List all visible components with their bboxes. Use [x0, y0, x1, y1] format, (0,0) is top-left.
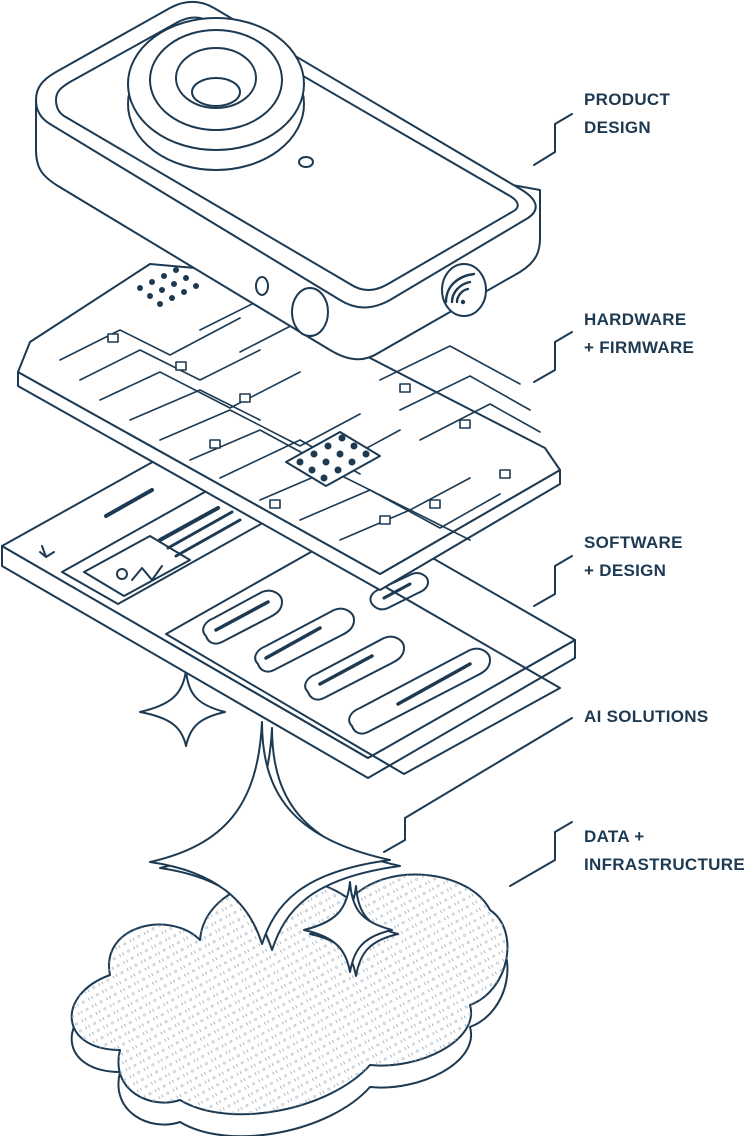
wifi-icon — [444, 272, 476, 305]
layer-label-line: SOFTWARE — [584, 533, 683, 552]
layer-label-line: + FIRMWARE — [584, 338, 695, 357]
layer-label-ai: AI SOLUTIONS — [584, 703, 709, 731]
layer-label-product: PRODUCT DESIGN — [584, 86, 670, 142]
layer-label-software: SOFTWARE + DESIGN — [584, 529, 683, 585]
leader-line-software — [533, 555, 573, 607]
layer-label-line: PRODUCT — [584, 90, 671, 109]
leader-line-product — [533, 113, 573, 166]
leader-line-ai — [383, 717, 573, 853]
sparkle-icon — [139, 669, 401, 977]
camera-icon — [35, 1, 541, 361]
layer-label-hardware: HARDWARE + FIRMWARE — [584, 306, 694, 362]
layer-label-line: + DESIGN — [584, 561, 667, 580]
leader-line-data — [509, 821, 573, 887]
layer-label-line: DESIGN — [584, 118, 651, 137]
leader-line-hardware — [533, 331, 573, 383]
leader-lines — [383, 113, 573, 887]
layer-label-line: AI SOLUTIONS — [584, 707, 709, 726]
layer-label-line: HARDWARE — [584, 310, 687, 329]
layer-label-data: DATA + INFRASTRUCTURE — [584, 823, 745, 879]
layer-label-line: DATA + — [584, 827, 645, 846]
layer-label-line: INFRASTRUCTURE — [584, 855, 745, 874]
